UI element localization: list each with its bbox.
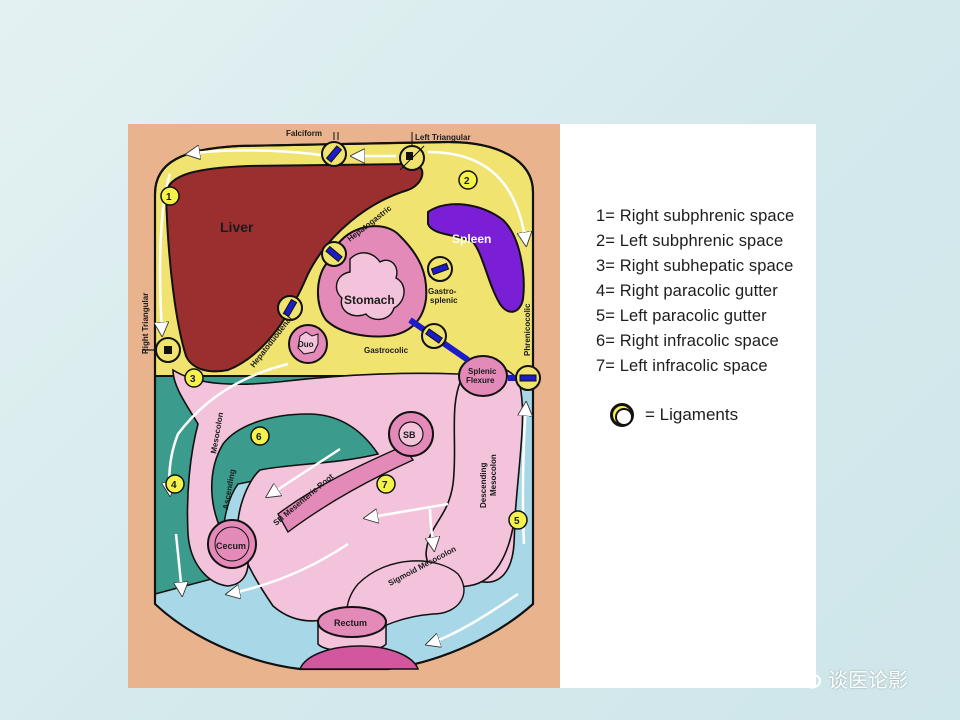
descending-mesocolon-label-2: Mesocolon [489, 454, 498, 496]
ligament-marker-gastrocolic [421, 323, 447, 349]
flow-arrow [430, 508, 434, 549]
liver-label: Liver [220, 219, 254, 235]
rectum [317, 606, 387, 638]
legend-item-7: 7= Left infracolic space [596, 357, 768, 375]
flow-arrow [176, 533, 182, 594]
splenic-flexure-label-1: Splenic [468, 367, 497, 376]
wechat-icon [792, 667, 821, 689]
ligament-marker-hepatogastric [321, 241, 347, 267]
ligament-key-icon [610, 403, 634, 427]
watermark: 谈医论影 [792, 664, 908, 692]
sb-label: SB [403, 430, 416, 440]
flow-arrow [523, 404, 526, 545]
left-triangular-label: Left Triangular [415, 133, 471, 142]
ligament-markers [142, 141, 541, 391]
ligament-marker-hepatoduodenal [277, 295, 303, 321]
legend-item-6: 6= Right infracolic space [596, 332, 779, 350]
legend-item-4: 4= Right paracolic gutter [596, 282, 778, 300]
cecum-label: Cecum [216, 541, 246, 551]
fluid-flow-arrows [160, 150, 526, 644]
space-markers: 1 2 3 4 5 6 7 [160, 170, 528, 530]
legend-item-5: 5= Left paracolic gutter [596, 307, 767, 325]
ligament-marker-falciform [321, 141, 347, 167]
cecum-lumen [214, 526, 250, 562]
legend-item-3: 3= Right subhepatic space [596, 257, 794, 275]
svg-text:2: 2 [464, 176, 470, 187]
peritoneal-spaces-diagram: Liver Spleen Stomach SB Duo Splenic Flex… [128, 124, 560, 688]
ligament-marker-gastrosplenic [427, 256, 453, 282]
space-marker-1: 1 [160, 186, 180, 206]
descending-mesocolon-label-1: Descending [479, 463, 488, 508]
svg-text:1: 1 [166, 192, 172, 203]
stomach-rugae [335, 252, 405, 321]
pelvic-floor-organ [298, 645, 420, 670]
svg-text:7: 7 [382, 480, 388, 491]
svg-text:3: 3 [190, 374, 196, 385]
ligament-marker-right-triangular [142, 337, 181, 363]
flow-arrow [268, 447, 341, 496]
cavity-outline [153, 140, 535, 671]
svg-text:4: 4 [171, 480, 177, 491]
spleen [427, 203, 525, 313]
splenic-flexure-label-2: Flexure [466, 376, 495, 385]
legend-item-2: 2= Left subphrenic space [596, 232, 784, 250]
legend-item-1: 1= Right subphrenic space [596, 207, 795, 225]
flow-arrow [366, 502, 449, 518]
spleen-label: Spleen [452, 232, 491, 246]
falciform-label: Falciform [286, 129, 322, 138]
right-triangular-label: Right Triangular [141, 293, 150, 354]
space-marker-5: 5 [508, 510, 528, 530]
gastrosplenic-label-1: Gastro- [428, 287, 457, 296]
watermark-text: 谈医论影 [828, 667, 908, 692]
sb-mesenteric-root [277, 445, 415, 534]
splenic-flexure [458, 355, 508, 397]
liver [164, 162, 424, 373]
ligament-marker-left-triangular [399, 145, 425, 171]
duodenum-lumen [297, 331, 319, 355]
space-marker-4: 4 [165, 474, 185, 494]
small-bowel-lumen [398, 421, 424, 447]
space-marker-6: 6 [250, 426, 270, 446]
rectum-label: Rectum [334, 618, 367, 628]
ligament-marker-phrenicocolic [515, 365, 541, 391]
flow-arrow [228, 542, 349, 594]
ligament-key-label: = Ligaments [645, 405, 739, 424]
space-marker-3: 3 [184, 368, 204, 388]
flow-arrow [160, 173, 172, 334]
flow-arrow [169, 362, 289, 494]
space-marker-7: 7 [376, 474, 396, 494]
flow-arrow [188, 150, 329, 156]
phrenicocolic-label: Phrenicocolic [523, 303, 532, 356]
svg-text:6: 6 [256, 432, 262, 443]
space-marker-2: 2 [458, 170, 478, 190]
gastrocolic-label: Gastrocolic [364, 346, 409, 355]
flow-arrow [428, 592, 519, 644]
gastrosplenic-label-2: splenic [430, 296, 458, 305]
legend-panel: 1= Right subphrenic space 2= Left subphr… [560, 124, 816, 688]
duo-label: Duo [298, 340, 314, 349]
flow-arrow [427, 150, 526, 244]
stomach-label: Stomach [344, 293, 395, 307]
svg-text:5: 5 [514, 516, 520, 527]
